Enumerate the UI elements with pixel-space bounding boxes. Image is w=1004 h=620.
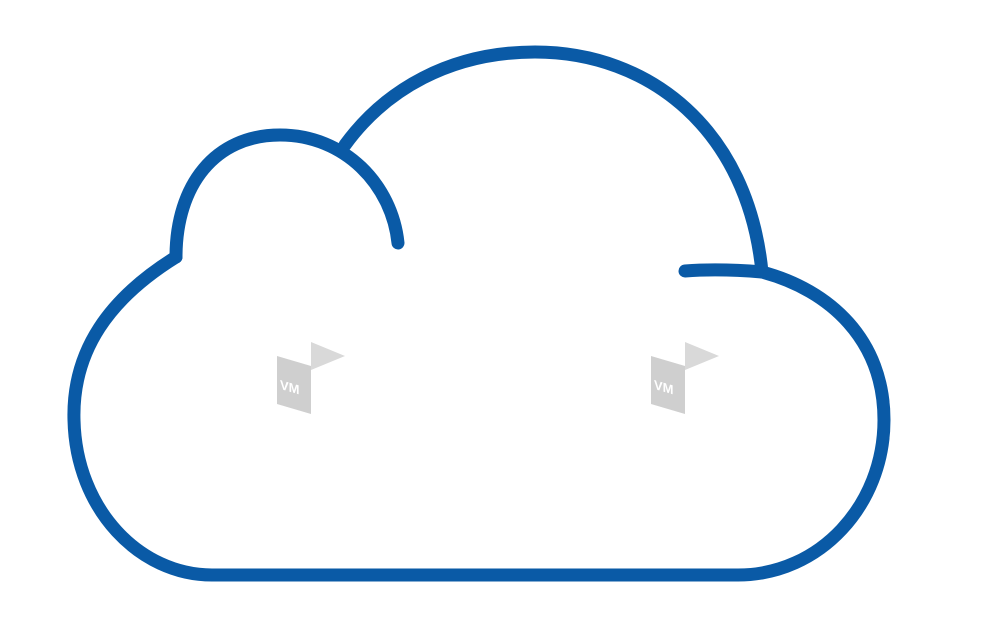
cloud-left-bump-outline (169, 128, 405, 264)
cloud-main-outline (67, 45, 891, 582)
vm-box-shape (277, 356, 311, 414)
vm-box-shape (651, 356, 685, 414)
vm-label: VM (280, 377, 299, 397)
vm-flag-shape (685, 342, 719, 370)
virtual-machine-icon: VM (651, 342, 719, 414)
cloud-outline-icon (67, 45, 891, 582)
cloud-right-stub-outline (678, 263, 769, 279)
vm-flag-shape (311, 342, 345, 370)
virtual-machine-icon: VM (277, 342, 345, 414)
vm-label: VM (654, 377, 673, 397)
